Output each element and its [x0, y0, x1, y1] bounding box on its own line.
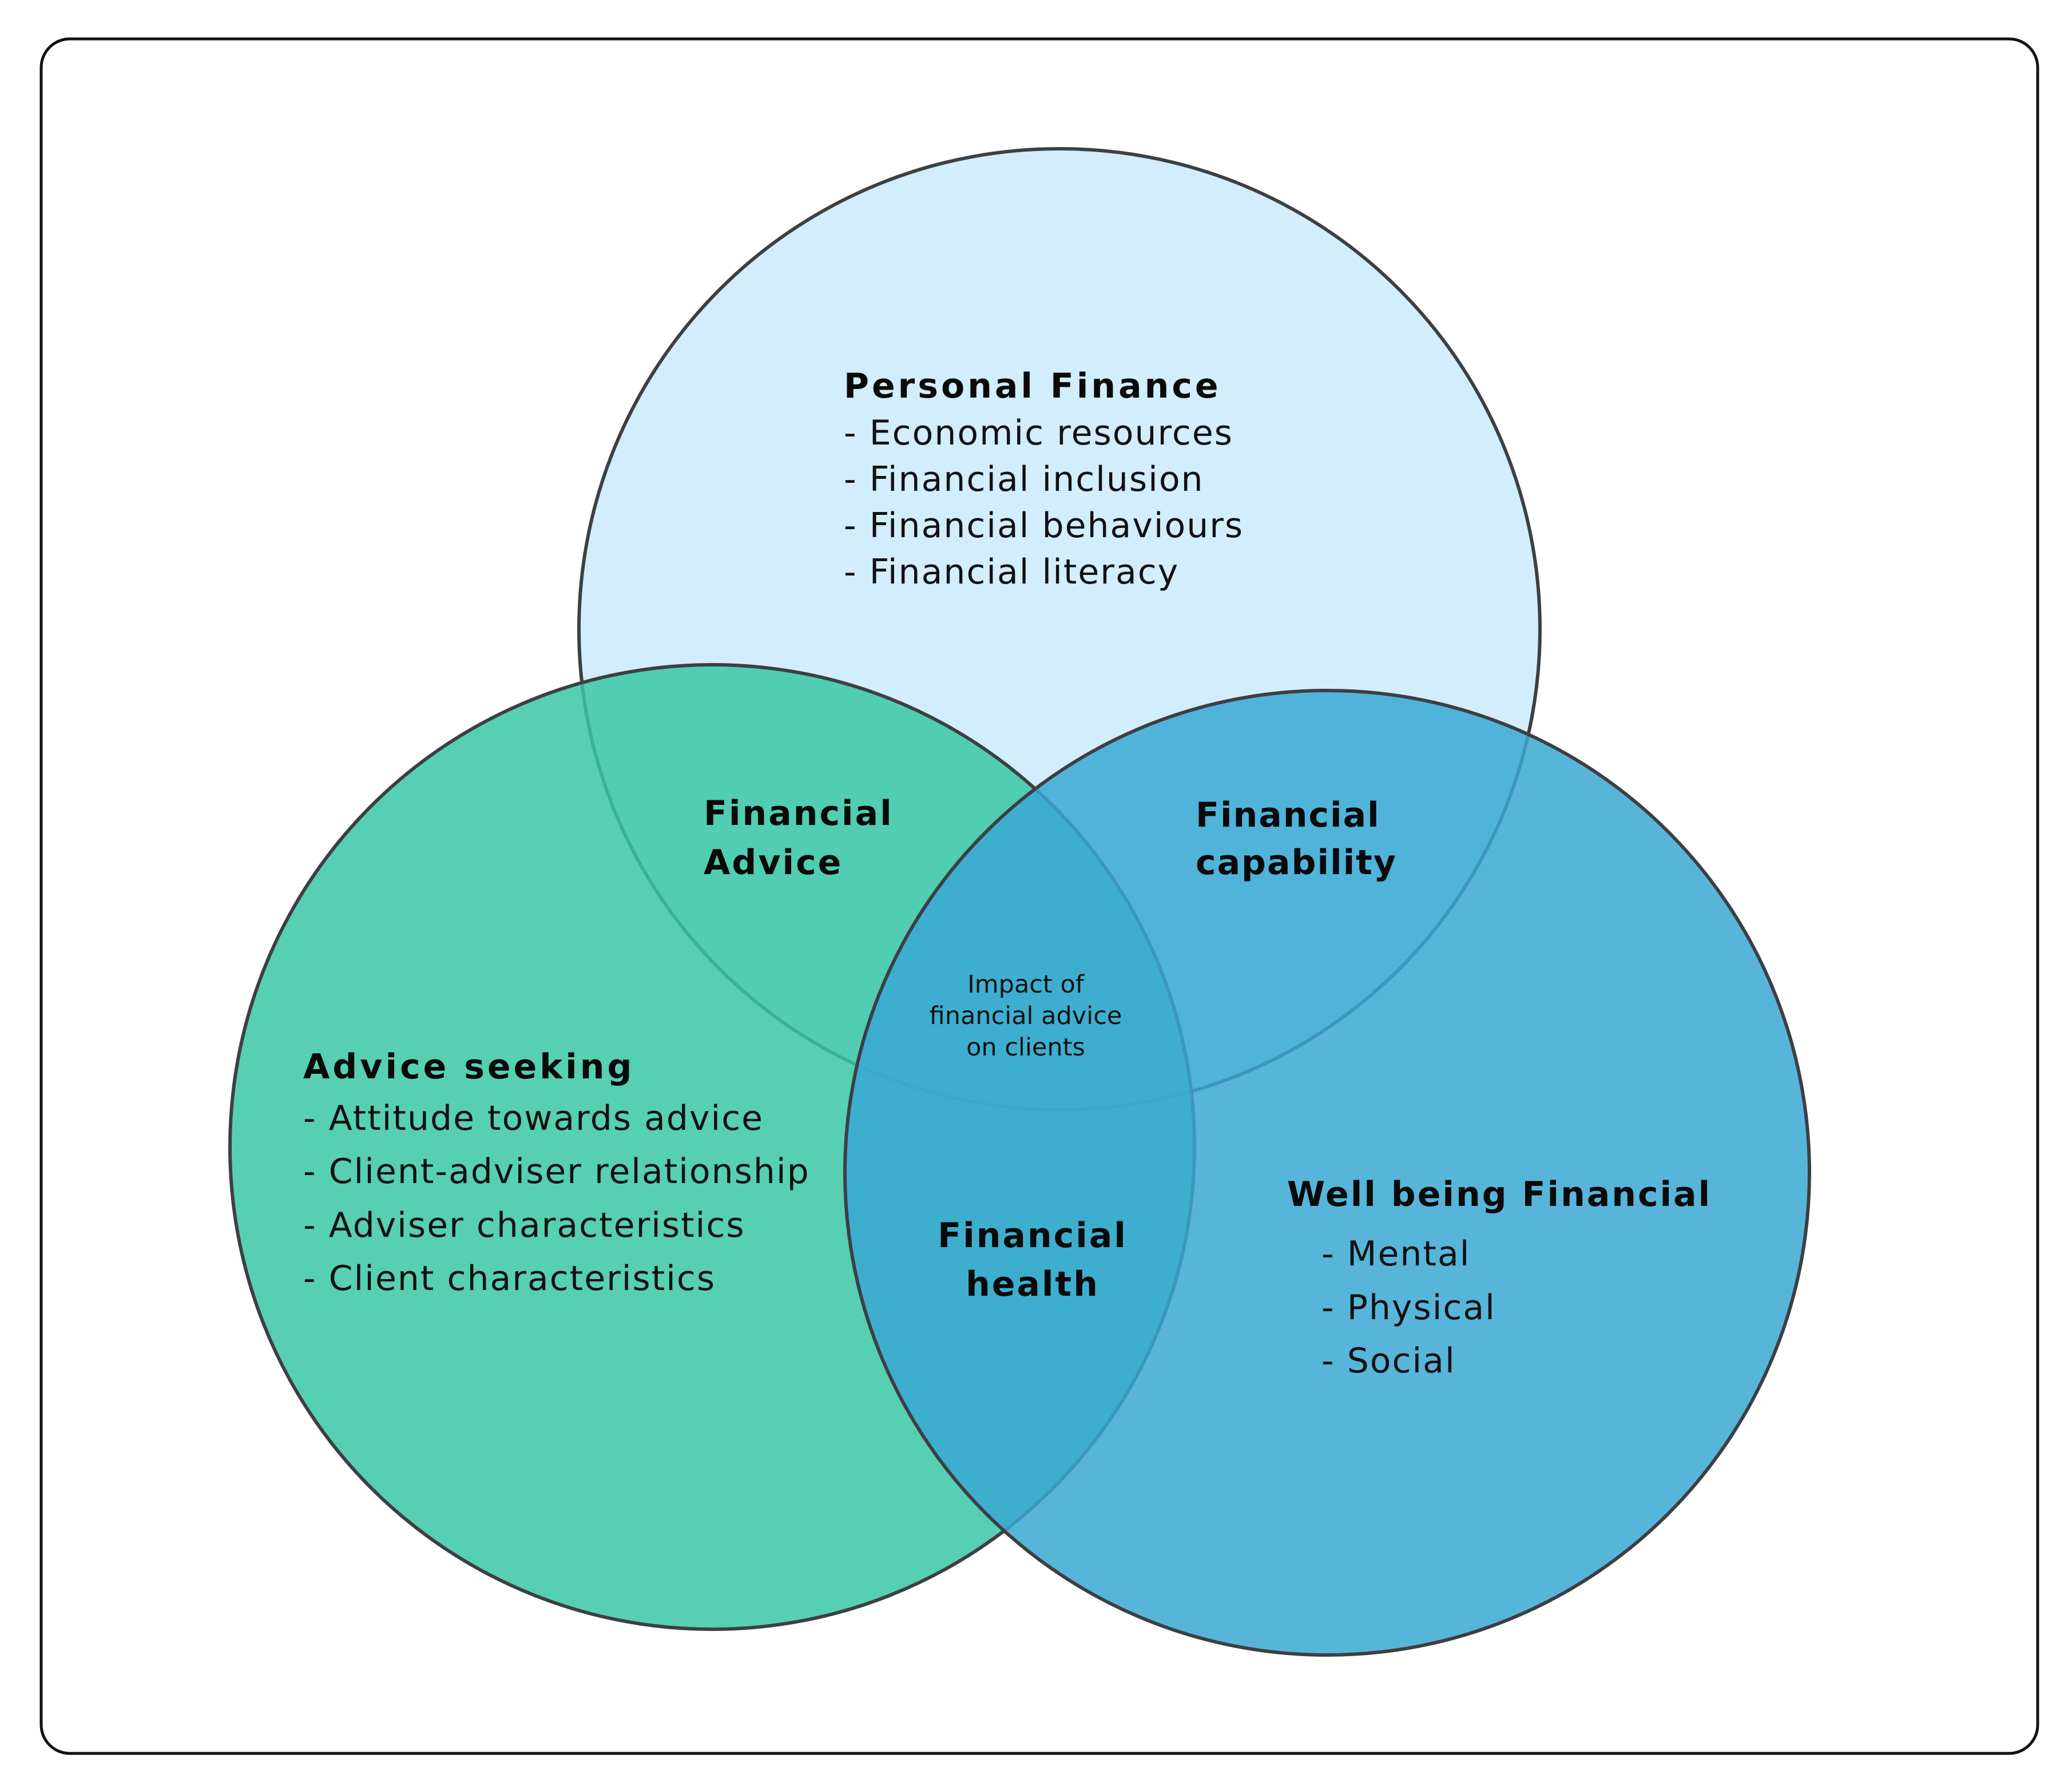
advice-seeking-title: Advice seeking — [303, 1047, 634, 1087]
financial-health-label: Financial — [938, 1216, 1128, 1256]
advice-seeking-item: - Client characteristics — [303, 1259, 716, 1299]
personal-finance-item: - Financial literacy — [844, 552, 1179, 592]
wellbeing-title: Well being Financial — [1287, 1174, 1712, 1215]
financial-advice-label: Financial — [704, 793, 894, 834]
personal-finance-item: - Financial inclusion — [844, 459, 1204, 499]
center-impact-label: on clients — [966, 1033, 1085, 1062]
wellbeing-item: - Social — [1321, 1341, 1456, 1381]
advice-seeking-item: - Client-adviser relationship — [303, 1152, 810, 1192]
center-impact-label: Impact of — [967, 970, 1085, 999]
advice-seeking-item: - Attitude towards advice — [303, 1098, 764, 1138]
financial-advice-label: Advice — [704, 843, 843, 883]
wellbeing-item: - Mental — [1321, 1234, 1470, 1274]
wellbeing-circle — [843, 689, 1811, 1657]
wellbeing-item: - Physical — [1321, 1288, 1496, 1328]
personal-finance-item: - Economic resources — [844, 413, 1233, 453]
financial-capability-label: capability — [1196, 843, 1397, 883]
financial-health-label: health — [966, 1264, 1099, 1304]
financial-capability-label: Financial — [1196, 795, 1380, 835]
center-impact-label: financial advice — [930, 1002, 1122, 1030]
personal-finance-title: Personal Finance — [844, 366, 1221, 406]
advice-seeking-item: - Adviser characteristics — [303, 1205, 745, 1245]
personal-finance-item: - Financial behaviours — [844, 506, 1244, 546]
